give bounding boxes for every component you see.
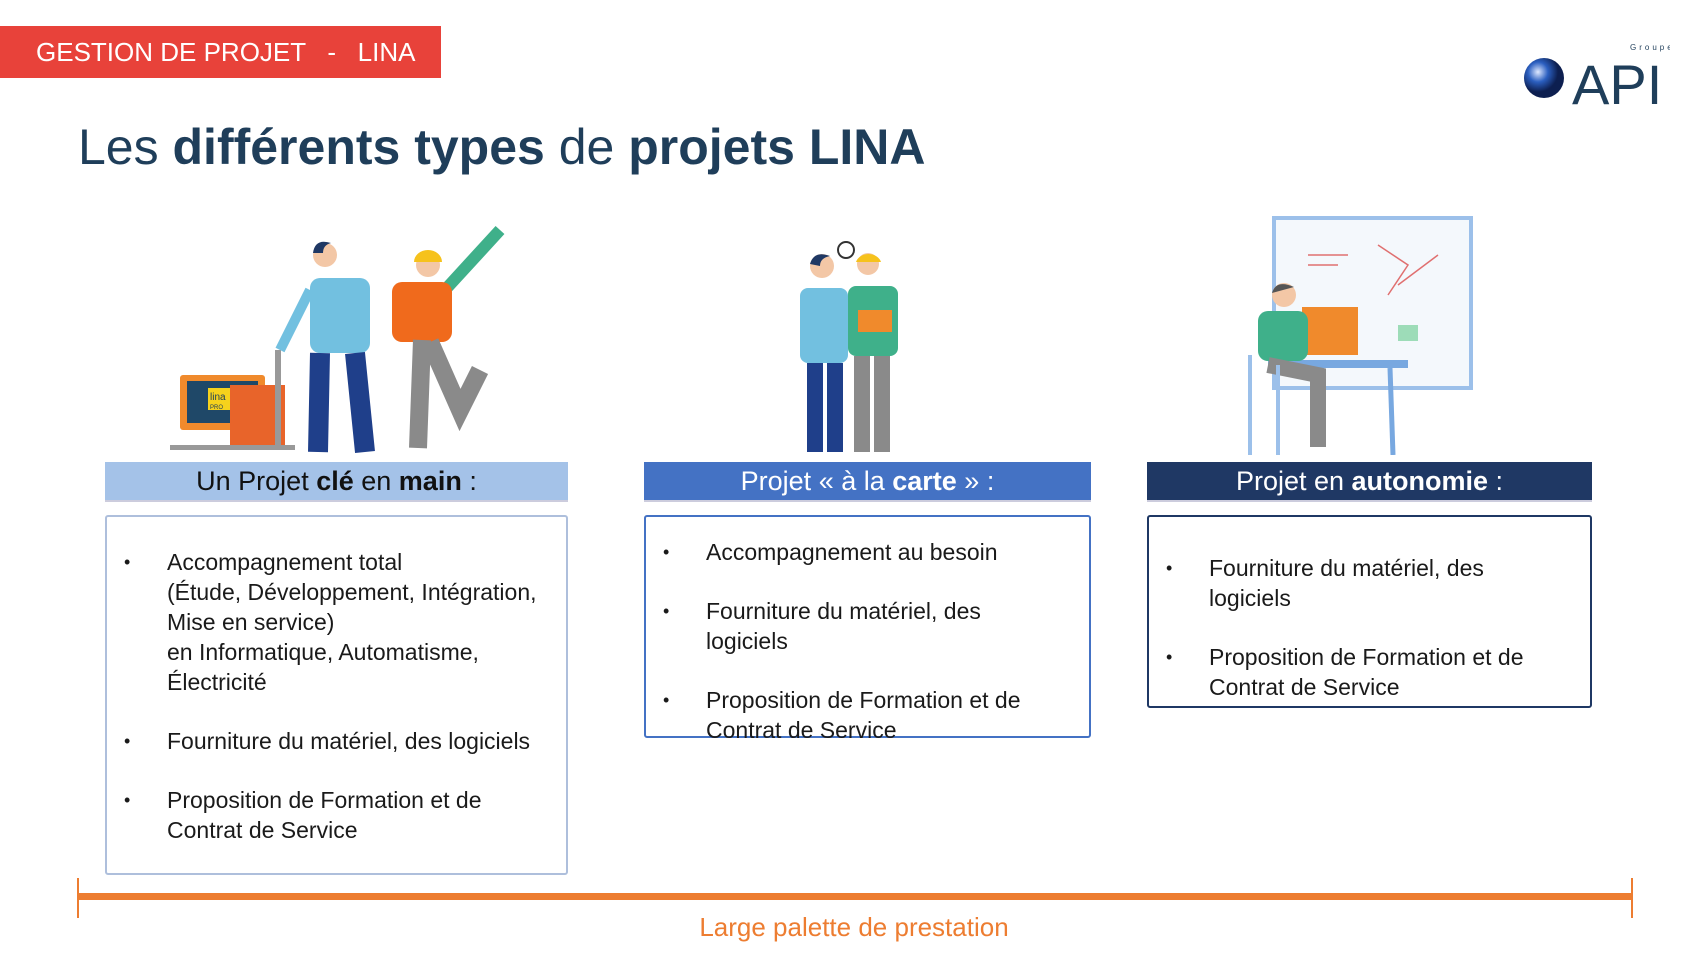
globe-logo-icon: Groupe API — [1524, 43, 1672, 116]
list-item: Accompagnement au besoin — [663, 537, 1069, 567]
a-la-carte-project-box: Accompagnement au besoin Fourniture du m… — [644, 515, 1091, 743]
range-line — [78, 893, 1632, 900]
list-item: Fourniture du matériel, des logiciels — [663, 596, 1069, 656]
footer-caption: Large palette de prestation — [699, 912, 1009, 942]
range-tick-left — [77, 878, 79, 918]
turnkey-project-header: Un Projet clé en main : — [105, 462, 568, 502]
list-item: Accompagnement total(Étude, Développemen… — [124, 547, 546, 697]
turnkey-project-box: Accompagnement total(Étude, Développemen… — [105, 515, 568, 875]
svg-text:API: API — [1572, 53, 1662, 116]
autonomy-project-box: Fourniture du matériel, des logiciels Pr… — [1147, 515, 1592, 708]
list-item: Fourniture du matériel, des logiciels — [1166, 553, 1570, 613]
autonomy-illustration — [1248, 216, 1473, 455]
svg-text:PRO: PRO — [210, 405, 223, 411]
svg-text:lina: lina — [210, 392, 226, 403]
range-tick-right — [1631, 878, 1633, 918]
section-tag: GESTION DE PROJET - LINA — [0, 26, 441, 78]
api-logo: Groupe API — [1520, 40, 1672, 116]
autonomy-project-header: Projet en autonomie : — [1147, 462, 1592, 502]
page-title: Les différents types de projets LINA — [78, 119, 926, 175]
list-item: Fourniture du matériel, des logiciels — [124, 726, 546, 756]
turnkey-illustration: lina PRO — [170, 225, 505, 454]
a-la-carte-project-header: Projet « à la carte » : — [644, 462, 1091, 502]
svg-text:Groupe: Groupe — [1630, 43, 1670, 52]
a-la-carte-illustration — [800, 241, 898, 452]
